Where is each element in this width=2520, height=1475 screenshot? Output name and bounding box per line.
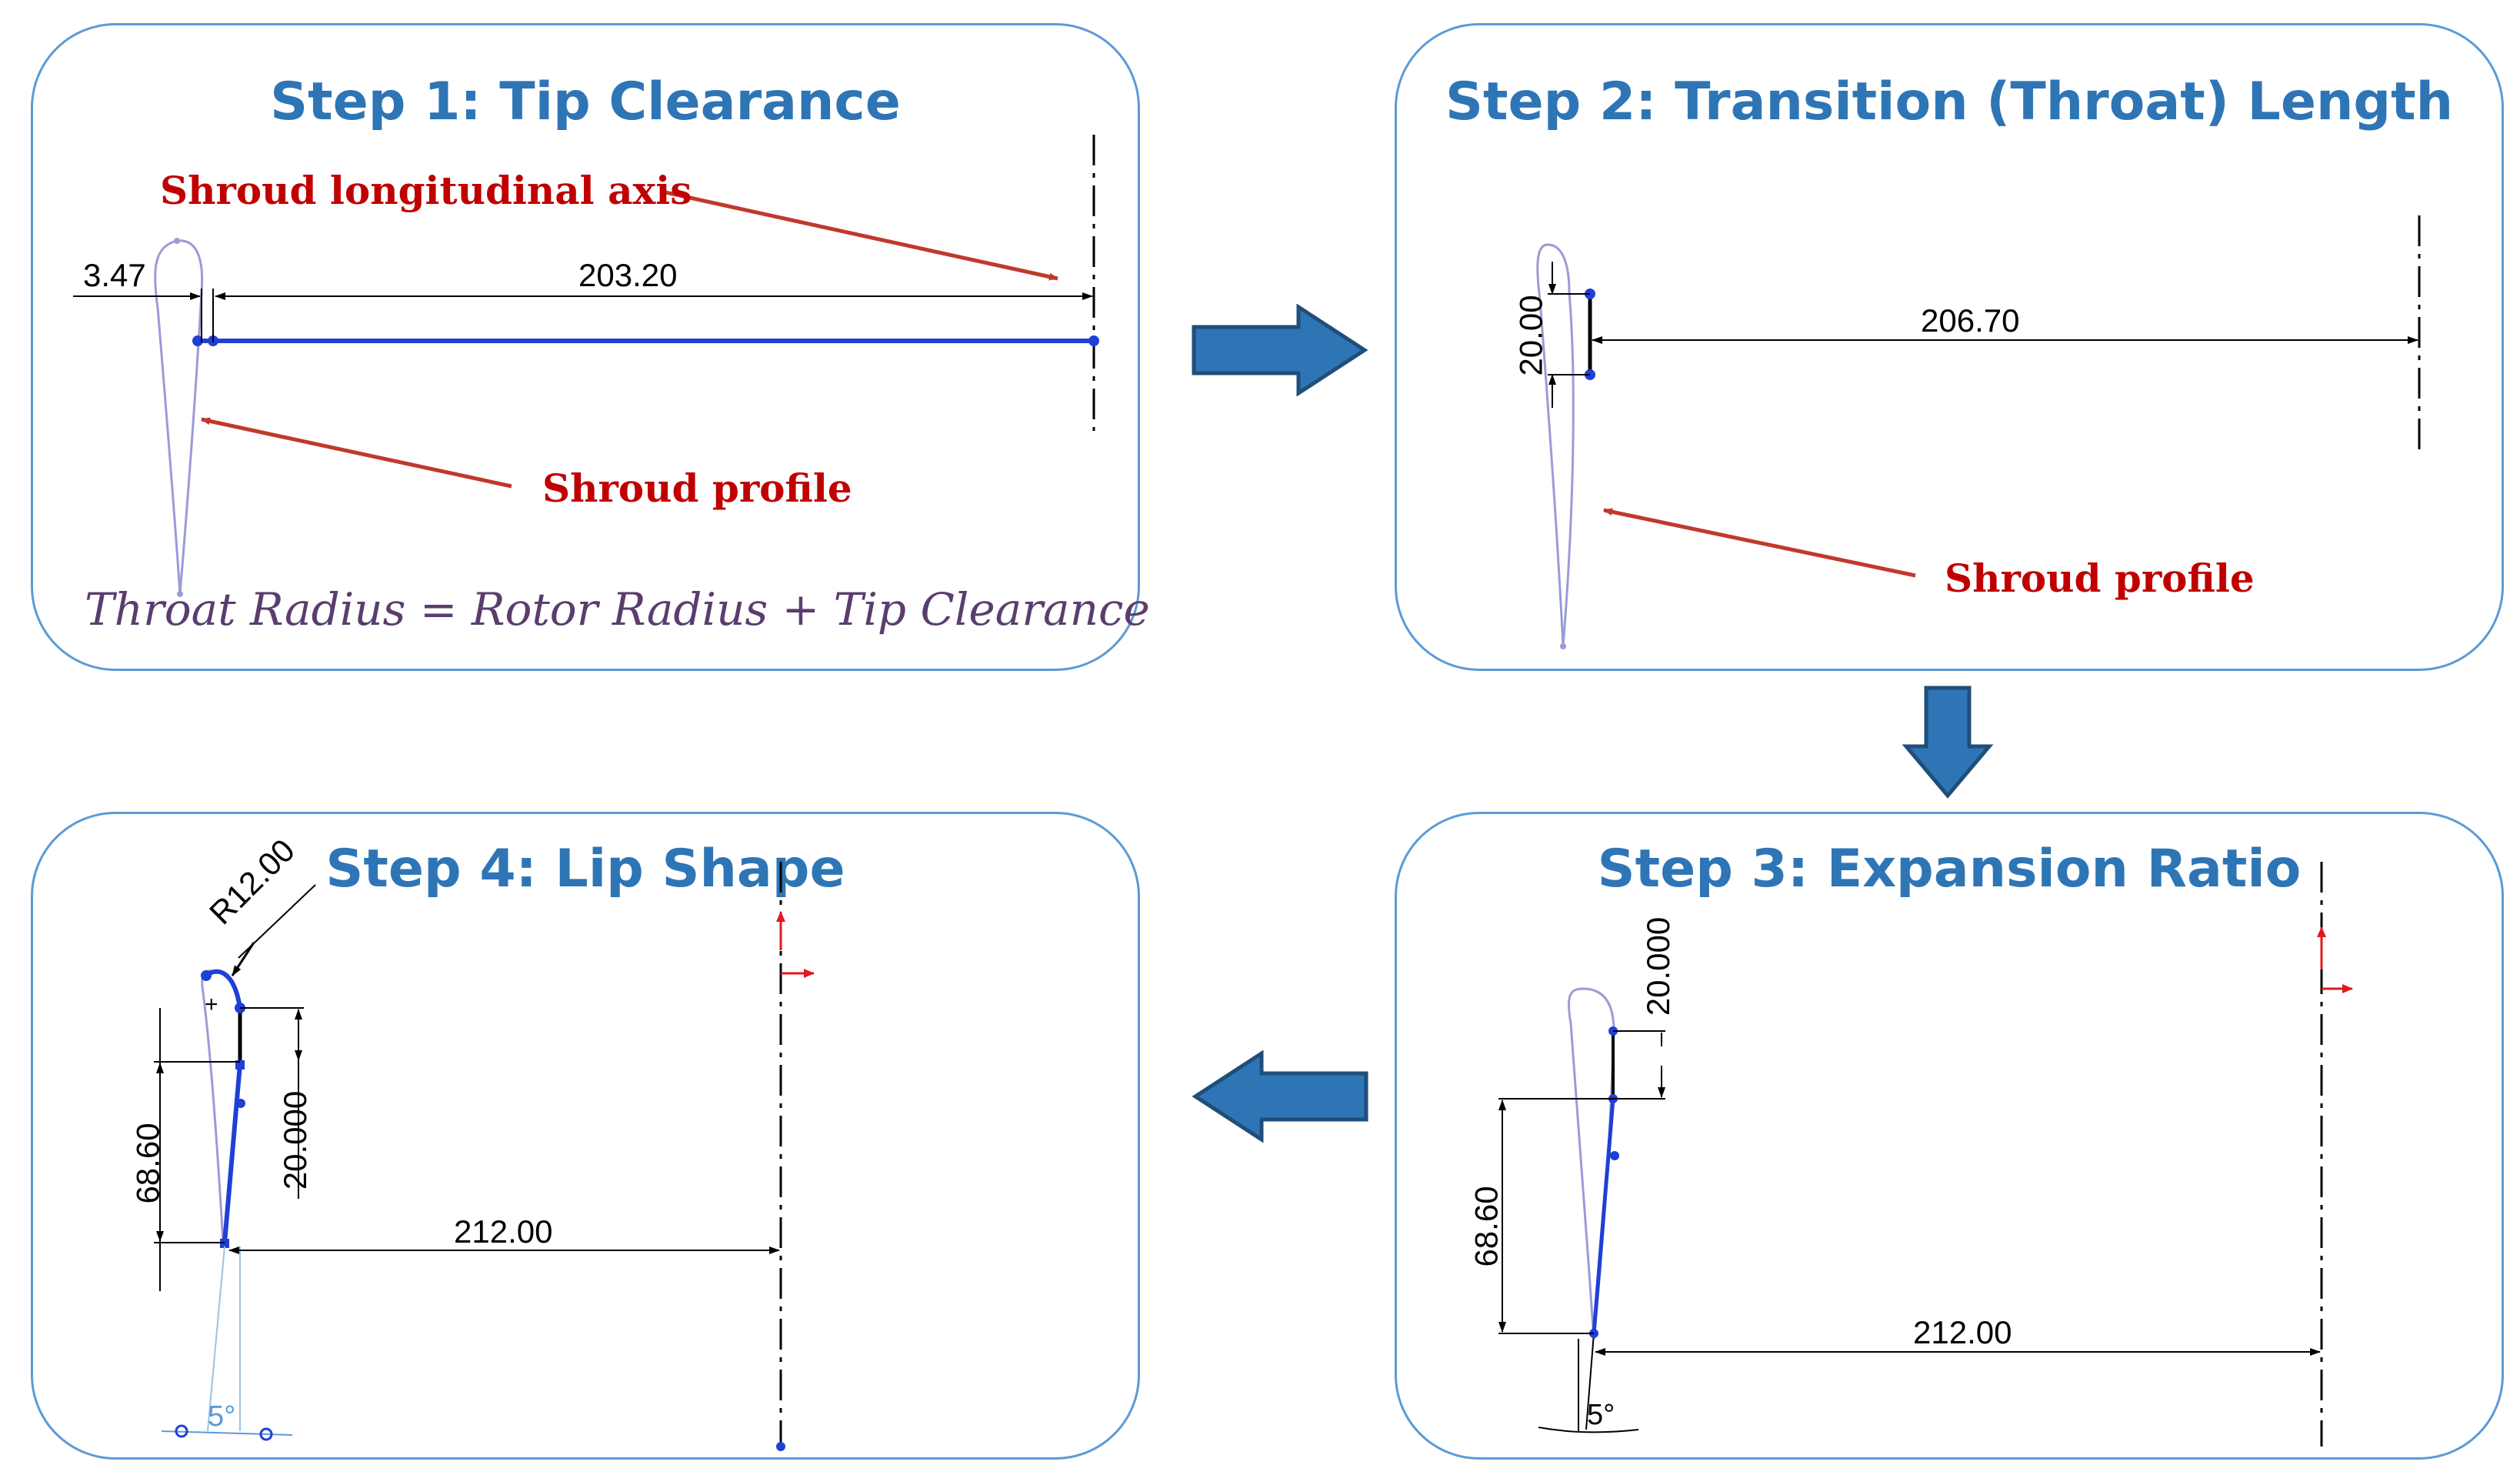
step2-sketch xyxy=(1536,215,2421,649)
step2-dim-length: 206.70 xyxy=(1921,302,2020,339)
step4-dim-throat: 20.000 xyxy=(277,1090,314,1190)
step1-equation: Throat Radius = Rotor Radius + Tip Clear… xyxy=(85,583,1150,636)
step1-profile-label: Shroud profile xyxy=(542,466,852,511)
step1-sketch xyxy=(73,135,1099,597)
step1-shroud-profile xyxy=(154,239,204,595)
step4-dim-length: 212.00 xyxy=(454,1213,553,1250)
step2-title: Step 2: Transition (Throat) Length xyxy=(1445,72,2453,132)
arrow-left xyxy=(1192,1050,1368,1143)
step4-sketch: + xyxy=(154,862,815,1451)
step3-angle: 5° xyxy=(1587,1399,1615,1431)
step3-sketch xyxy=(1498,862,2353,1447)
step2-panel: Step 2: Transition (Throat) Length xyxy=(1395,23,2504,671)
step3-dim-throat: 20.000 xyxy=(1640,916,1677,1016)
step2-profile-label: Shroud profile xyxy=(1945,556,2255,601)
step1-axis-label: Shroud longitudinal axis xyxy=(160,168,692,213)
step3-dim-expansion: 68.60 xyxy=(1468,1186,1505,1267)
step1-dim-length: 203.20 xyxy=(578,257,678,293)
step1-dim-clearance: 3.47 xyxy=(83,257,146,293)
step3-dim-length: 212.00 xyxy=(1913,1314,2012,1350)
step4-dim-expansion: 68.60 xyxy=(129,1123,166,1204)
step4-title: Step 4: Lip Shape xyxy=(325,839,845,899)
step1-title: Step 1: Tip Clearance xyxy=(270,72,901,132)
svg-text:+: + xyxy=(205,992,218,1017)
step2-shroud-profile xyxy=(1536,243,1575,647)
step1-panel: Step 1: Tip Clearance xyxy=(31,23,1140,671)
arrow-right xyxy=(1192,304,1368,396)
arrow-down xyxy=(1902,686,1994,799)
step3-title: Step 3: Expansion Ratio xyxy=(1597,839,2302,899)
step2-dim-throat: 20.00 xyxy=(1512,295,1549,376)
step4-angle: 5° xyxy=(208,1400,236,1433)
